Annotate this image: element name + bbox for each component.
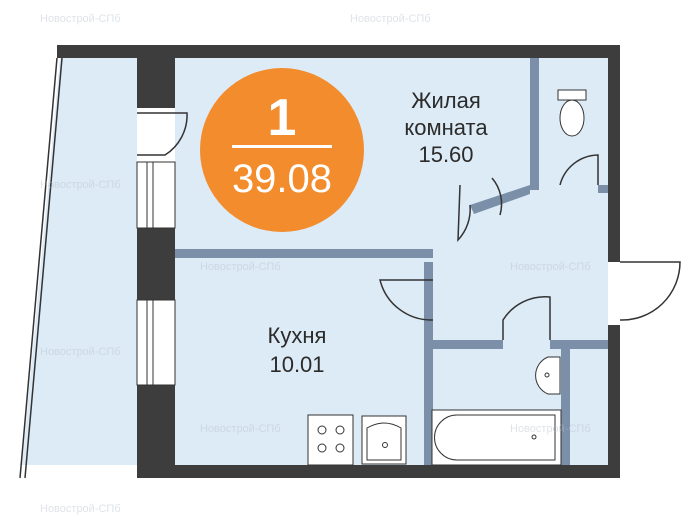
- svg-text:15.60: 15.60: [418, 142, 473, 167]
- watermarks: Новострой-СПб Новострой-СПб Новострой-СП…: [40, 13, 591, 515]
- inner-walls: [175, 58, 608, 465]
- svg-text:Новострой-СПб: Новострой-СПб: [40, 179, 121, 191]
- stove-icon: [307, 414, 354, 466]
- windows: [136, 161, 176, 386]
- outer-walls: [57, 45, 620, 478]
- svg-text:комната: комната: [404, 115, 488, 140]
- svg-text:Новострой-СПб: Новострой-СПб: [40, 346, 121, 358]
- toilet-icon: [557, 89, 587, 137]
- kitchen-sink-icon: [361, 415, 407, 465]
- svg-text:Новострой-СПб: Новострой-СПб: [40, 503, 121, 515]
- svg-text:Жилая: Жилая: [411, 88, 481, 113]
- bathtub-icon: [431, 409, 562, 466]
- svg-text:39.08: 39.08: [232, 157, 332, 201]
- svg-text:Новострой-СПб: Новострой-СПб: [200, 423, 281, 435]
- svg-text:Новострой-СПб: Новострой-СПб: [200, 261, 281, 273]
- kitchen-label: Кухня 10.01: [268, 323, 327, 377]
- svg-text:Кухня: Кухня: [268, 323, 327, 348]
- doors: [137, 112, 681, 340]
- svg-text:1: 1: [268, 89, 297, 147]
- svg-text:Новострой-СПб: Новострой-СПб: [350, 13, 431, 25]
- fixtures: [307, 89, 587, 466]
- svg-text:Новострой-СПб: Новострой-СПб: [510, 261, 591, 273]
- area-badge: 1 39.08: [200, 68, 364, 232]
- svg-text:10.01: 10.01: [269, 352, 324, 377]
- svg-text:Новострой-СПб: Новострой-СПб: [510, 423, 591, 435]
- living-room-label: Жилая комната 15.60: [404, 88, 488, 167]
- svg-text:Новострой-СПб: Новострой-СПб: [40, 13, 121, 25]
- sink-icon: [535, 356, 561, 395]
- balcony-floor: [22, 58, 137, 465]
